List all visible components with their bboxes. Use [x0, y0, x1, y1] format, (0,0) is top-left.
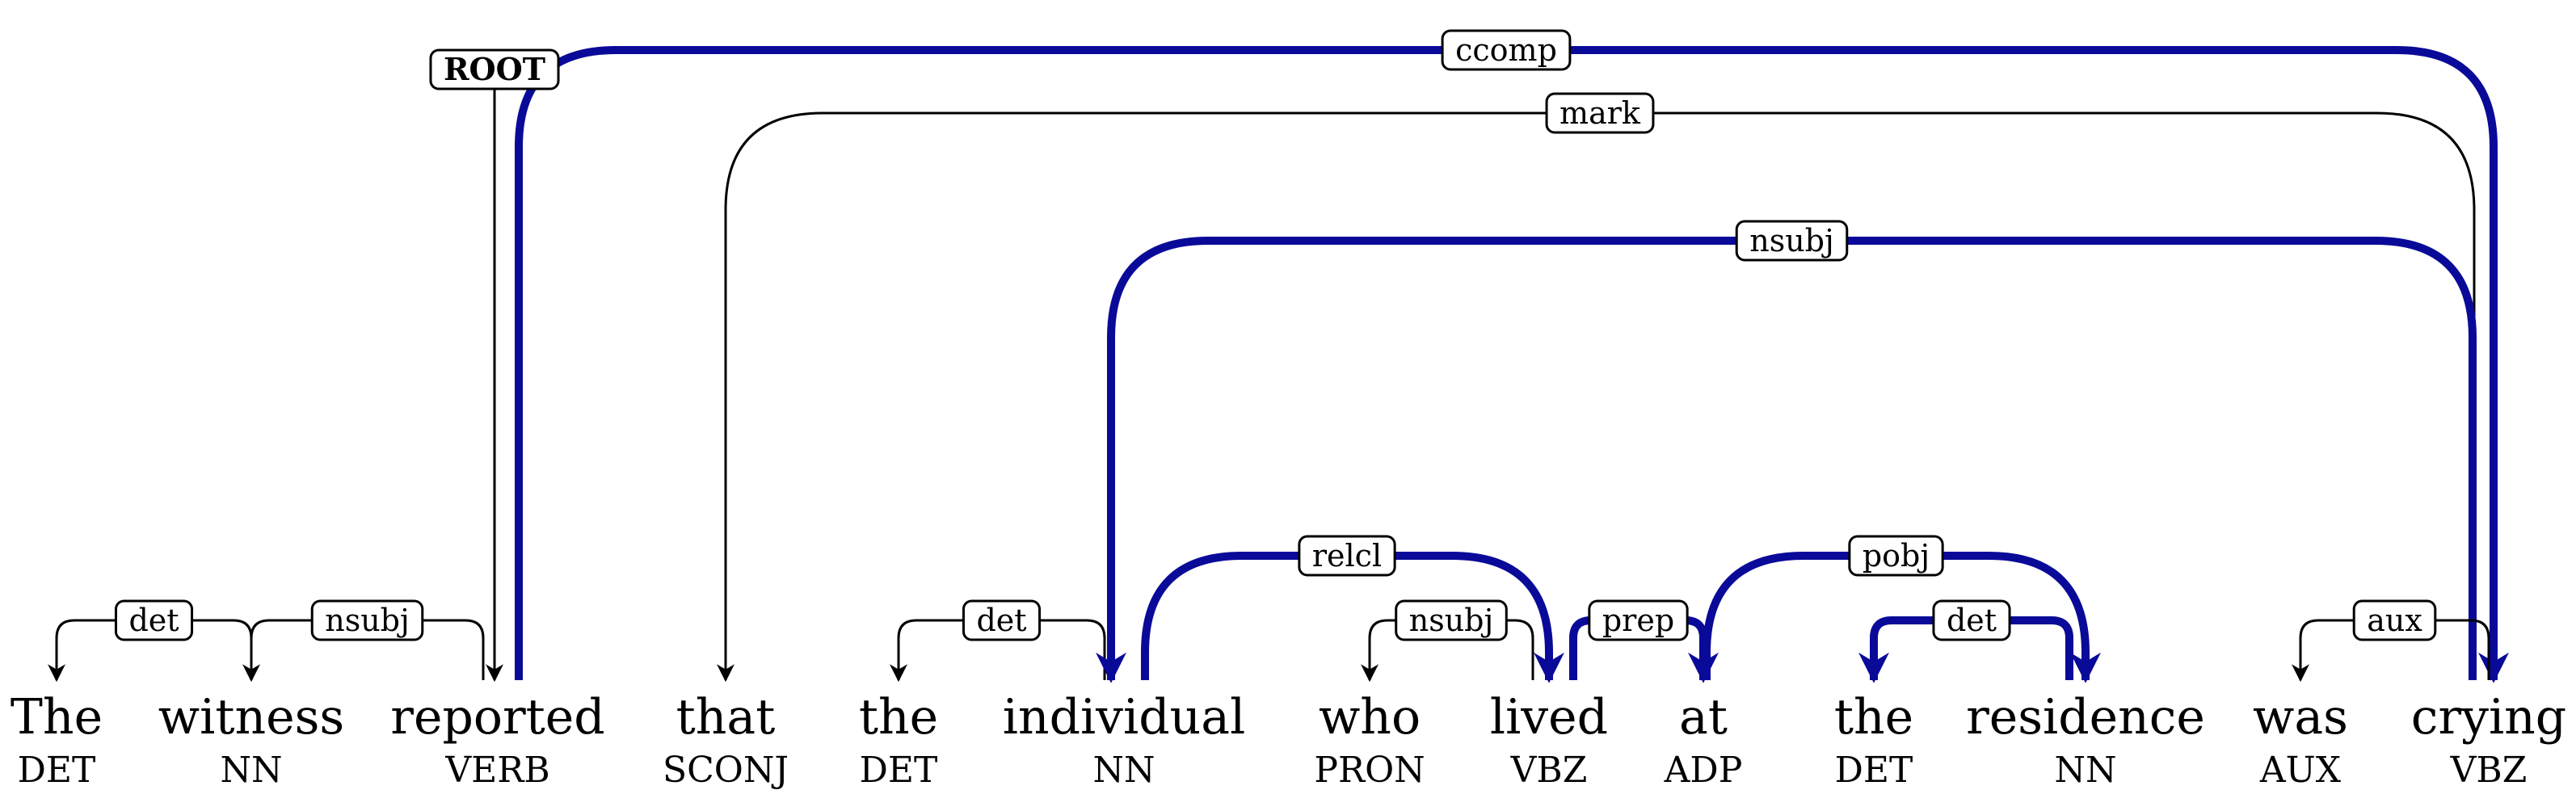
arc-label-det-text: det: [128, 603, 179, 638]
arc-label-aux: aux: [2352, 599, 2437, 641]
token-word: the: [859, 689, 938, 746]
arc-label-nsubj: nsubj: [1395, 599, 1508, 641]
token-pos-tag: AUX: [2259, 750, 2342, 791]
arc-label-relcl-box: [1298, 535, 1396, 577]
arc-label-mark: mark: [1545, 92, 1655, 134]
token-pos-tag: NN: [2055, 750, 2117, 791]
token-word: was: [2253, 689, 2348, 746]
token-word: The: [11, 689, 103, 746]
tokens-layer: TheDETwitnessNNreportedVERBthatSCONJtheD…: [11, 689, 2566, 791]
token-pos-tag: NN: [221, 750, 283, 791]
arc-label-nsubj: nsubj: [1735, 220, 1849, 262]
arc-label-nsubj-box: [1735, 220, 1849, 262]
arc-label-det-text: det: [1947, 603, 1997, 638]
arc-nsubj: [1096, 237, 2477, 683]
token-word: the: [1834, 689, 1913, 746]
root-label: ROOT: [429, 48, 560, 90]
arc-mark: [717, 111, 2476, 683]
arc-label-prep-text: prep: [1602, 603, 1674, 638]
arc-label-ccomp-box: [1441, 29, 1572, 71]
arc-label-pobj-box: [1848, 535, 1944, 577]
arc-label-nsubj-box: [1395, 599, 1508, 641]
arc-label-det: det: [1932, 599, 2011, 641]
token-pos-tag: VBZ: [1510, 750, 1588, 791]
arc-label-nsubj-box: [310, 599, 424, 641]
arc-label-det: det: [114, 599, 194, 641]
arcs-layer: [48, 46, 2509, 683]
arc-label-ccomp: ccomp: [1441, 29, 1572, 71]
arc-label-prep-box: [1588, 599, 1689, 641]
arc-label-mark-text: mark: [1559, 95, 1641, 131]
arc-label-det-box: [962, 599, 1042, 641]
token-word: residence: [1966, 689, 2205, 746]
token-word: at: [1679, 689, 1728, 746]
root-label-box: [429, 48, 560, 90]
token-word: witness: [158, 689, 344, 746]
token-pos-tag: NN: [1093, 750, 1155, 791]
token-word: lived: [1490, 689, 1608, 746]
token-word: individual: [1003, 689, 1246, 746]
arc-label-prep: prep: [1588, 599, 1689, 641]
arc-label-det-text: det: [976, 603, 1026, 638]
arc-label-mark-box: [1545, 92, 1655, 134]
token-pos-tag: PRON: [1314, 750, 1425, 791]
token-pos-tag: ADP: [1664, 750, 1743, 791]
arc-label-det-box: [1932, 599, 2011, 641]
token-pos-tag: DET: [18, 750, 96, 791]
arc-label-aux-box: [2352, 599, 2437, 641]
arc-label-pobj-text: pobj: [1863, 538, 1930, 574]
root-label-text: ROOT: [444, 51, 545, 87]
token-pos-tag: SCONJ: [663, 750, 789, 791]
arc-label-nsubj-text: nsubj: [1749, 223, 1834, 258]
arc-label-pobj: pobj: [1848, 535, 1944, 577]
token-pos-tag: VBZ: [2450, 750, 2528, 791]
token-word: reported: [390, 689, 604, 746]
arc-label-aux-text: aux: [2367, 603, 2422, 638]
token-word: that: [676, 689, 776, 746]
token-word: crying: [2411, 689, 2566, 746]
token-pos-tag: DET: [860, 750, 938, 791]
token-pos-tag: DET: [1835, 750, 1913, 791]
arc-label-nsubj-text: nsubj: [325, 603, 410, 638]
arc-label-det: det: [962, 599, 1042, 641]
token-pos-tag: VERB: [444, 750, 549, 791]
arc-ccomp: [515, 46, 2509, 683]
arc-label-relcl: relcl: [1298, 535, 1396, 577]
arc-label-relcl-text: relcl: [1312, 538, 1382, 574]
arc-label-nsubj: nsubj: [310, 599, 424, 641]
arc-label-det-box: [114, 599, 194, 641]
arc-label-ccomp-text: ccomp: [1455, 32, 1557, 68]
token-word: who: [1319, 689, 1421, 746]
arc-label-nsubj-text: nsubj: [1409, 603, 1494, 638]
